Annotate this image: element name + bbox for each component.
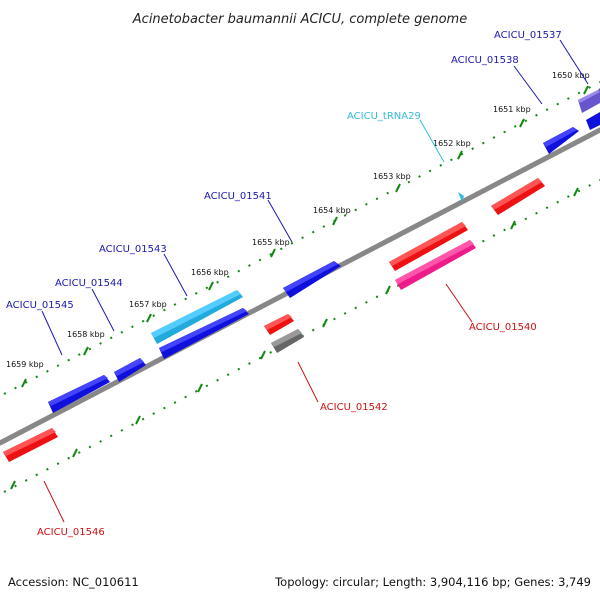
label-acicu-trna29[interactable]: ACICU_tRNA29 <box>347 111 421 122</box>
kbp-label-1655: 1655 kbp <box>252 238 290 247</box>
gene-acicu-01542[interactable] <box>271 329 304 353</box>
gene-acicu-01538[interactable] <box>586 112 600 130</box>
gene-acicu-01539[interactable] <box>543 127 579 154</box>
forward-major-ticks <box>21 85 589 388</box>
kbp-label-1650: 1650 kbp <box>552 71 590 80</box>
gene-acicu-01545[interactable] <box>48 375 110 413</box>
kbp-label-1654: 1654 kbp <box>313 206 351 215</box>
gene-acicu-01542-red[interactable] <box>264 314 294 335</box>
kbp-label-1658: 1658 kbp <box>67 330 105 339</box>
gene-acicu-01537[interactable] <box>578 88 600 113</box>
label-acicu-01538[interactable]: ACICU_01538 <box>451 55 519 66</box>
reverse-major-ticks <box>10 187 579 490</box>
gene-acicu-01541[interactable] <box>283 261 341 298</box>
label-acicu-01546[interactable]: ACICU_01546 <box>37 527 105 538</box>
gene-acicu-01543-cyan[interactable] <box>151 290 243 344</box>
kbp-label-1653: 1653 kbp <box>373 172 411 181</box>
kbp-label-1656: 1656 kbp <box>191 268 229 277</box>
kbp-label-1652: 1652 kbp <box>433 139 471 148</box>
gene-acicu-01543[interactable] <box>159 308 249 359</box>
label-acicu-01545[interactable]: ACICU_01545 <box>6 300 74 311</box>
gene-acicu-01544[interactable] <box>114 358 146 382</box>
label-acicu-01537[interactable]: ACICU_01537 <box>494 30 562 41</box>
leader-lines <box>41 39 589 523</box>
genome-summary-text: Topology: circular; Length: 3,904,116 bp… <box>274 575 591 589</box>
label-acicu-01542[interactable]: ACICU_01542 <box>320 402 388 413</box>
map-title: Acinetobacter baumannii ACICU, complete … <box>132 12 467 27</box>
forward-tick-track <box>3 81 600 395</box>
gene-acicu-01546[interactable] <box>3 428 58 462</box>
gene-acicu-01539-rev[interactable] <box>491 178 545 215</box>
kbp-label-1651: 1651 kbp <box>493 105 531 114</box>
gene-acicu-01540[interactable] <box>395 240 476 290</box>
accession-text: Accession: NC_010611 <box>8 575 139 589</box>
kbp-label-1659: 1659 kbp <box>6 360 44 369</box>
gene-acicu-01540-red[interactable] <box>389 222 468 271</box>
label-acicu-01541[interactable]: ACICU_01541 <box>204 191 272 202</box>
trna-acicu-trna29[interactable] <box>458 192 464 202</box>
label-acicu-01543[interactable]: ACICU_01543 <box>99 244 167 255</box>
label-acicu-01540[interactable]: ACICU_01540 <box>469 322 537 333</box>
label-acicu-01544[interactable]: ACICU_01544 <box>55 278 123 289</box>
kbp-label-1657: 1657 kbp <box>129 300 167 309</box>
